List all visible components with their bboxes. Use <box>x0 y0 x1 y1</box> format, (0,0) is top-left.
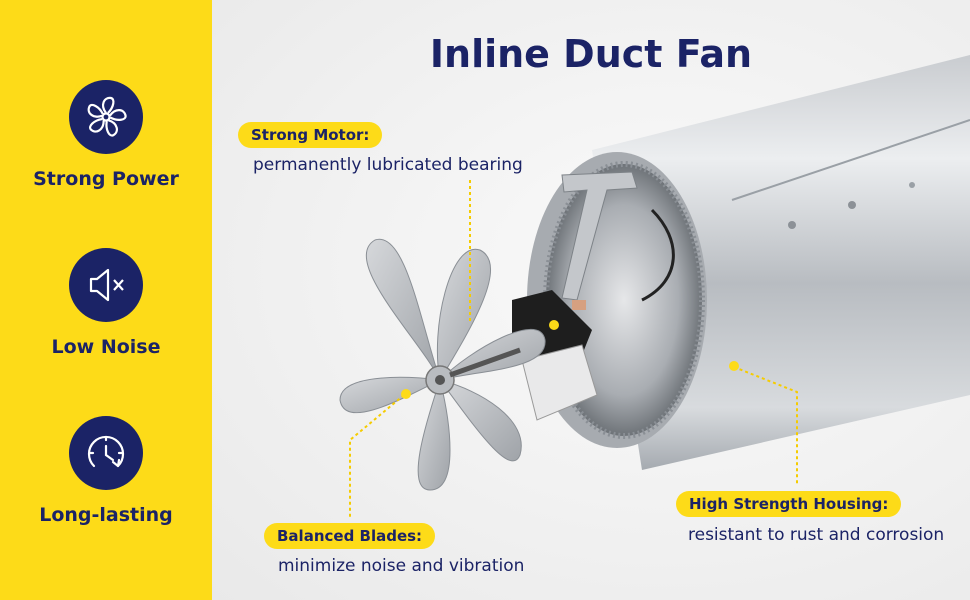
duct-fan-illustration <box>339 55 970 518</box>
fan-icon <box>69 80 143 154</box>
feature-label-strong-power: Strong Power <box>33 168 179 190</box>
blades-callout-desc: minimize noise and vibration <box>278 556 525 576</box>
page-title: Inline Duct Fan <box>429 32 753 76</box>
callout-lines <box>349 180 798 518</box>
motor-callout-desc: permanently lubricated bearing <box>253 155 523 175</box>
speaker-mute-icon <box>69 248 143 322</box>
feature-long-lasting: Long-lasting <box>0 416 212 526</box>
motor-callout-label: Strong Motor: <box>238 122 383 148</box>
blades-callout-dot <box>401 389 411 399</box>
motor-callout-dot <box>549 320 559 330</box>
feature-low-noise: Low Noise <box>0 248 212 358</box>
duct-housing <box>527 55 970 470</box>
feature-strong-power: Strong Power <box>0 80 212 190</box>
clock-icon <box>69 416 143 490</box>
feature-label-low-noise: Low Noise <box>51 336 161 358</box>
blades-callout-label: Balanced Blades: <box>264 523 436 549</box>
housing-callout-label: High Strength Housing: <box>676 491 902 517</box>
fan-blades <box>339 238 546 491</box>
feature-label-long-lasting: Long-lasting <box>39 504 173 526</box>
housing-callout-dot <box>729 361 739 371</box>
housing-callout-desc: resistant to rust and corrosion <box>688 525 945 545</box>
